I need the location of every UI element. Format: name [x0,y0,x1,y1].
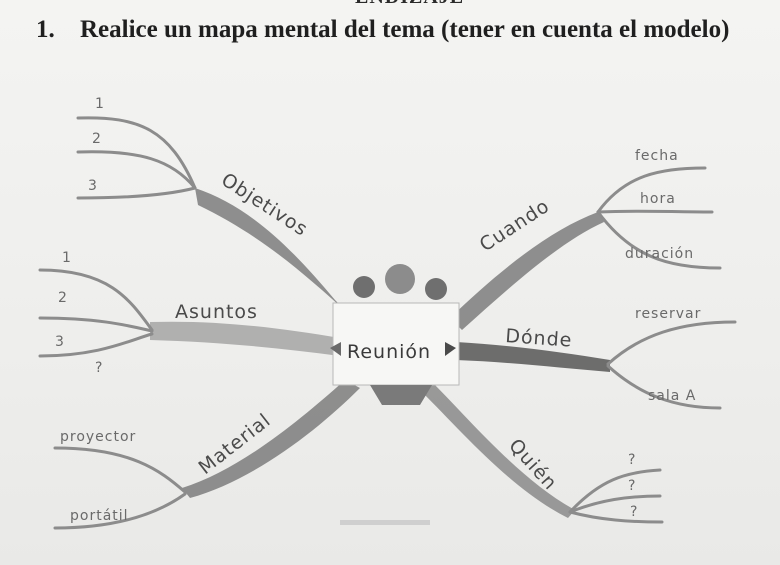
leaf-material-1: proyector [60,429,136,445]
leaf-quien-1: ? [628,452,636,468]
leaf-donde-1: reservar [635,306,701,322]
print-smudge [340,520,430,525]
leaf-asuntos-3: 3 [55,334,65,350]
branch-cuando [450,212,604,330]
leaf-asuntos-4: ? [95,360,103,376]
branch-objetivos [195,188,350,315]
person-icon-left [353,276,375,298]
center-arrow-right-icon [445,342,456,356]
leaf-cuando-3: duración [625,246,694,262]
leaf-asuntos-2: 2 [58,290,68,306]
leaf-objetivos-2: 2 [92,131,102,147]
leaf-cuando-2: hora [640,191,676,207]
leaf-material-2: portátil [70,508,129,524]
leaf-donde-2: sala A [648,388,696,404]
question-heading: 1. Realice un mapa mental del tema (tener… [36,16,776,44]
leaf-quien-3: ? [630,504,638,520]
person-icon-middle [385,264,415,294]
branch-donde [456,342,610,372]
person-icon-right [425,278,447,300]
leaf-objetivos-3: 3 [88,178,98,194]
label-donde: Dónde [505,325,573,352]
label-asuntos: Asuntos [175,301,258,323]
center-arrow-left-icon [330,342,341,356]
leaf-lines [38,116,737,530]
leaf-quien-2: ? [628,478,636,494]
question-number: 1. [36,16,55,43]
cut-off-header: ENDIZAJE [355,0,475,9]
branch-quien [422,382,575,518]
question-text: Realice un mapa mental del tema (tener e… [80,16,730,43]
branch-material [182,380,360,498]
leaf-asuntos-1: 1 [62,250,72,266]
leaf-cuando-1: fecha [635,148,679,164]
leaf-objetivos-1: 1 [95,96,105,112]
center-box [332,302,460,386]
center-node: Reunión [330,264,460,405]
center-label: Reunión [347,341,431,363]
table-base-shape [370,385,432,405]
branch-asuntos [150,321,340,356]
